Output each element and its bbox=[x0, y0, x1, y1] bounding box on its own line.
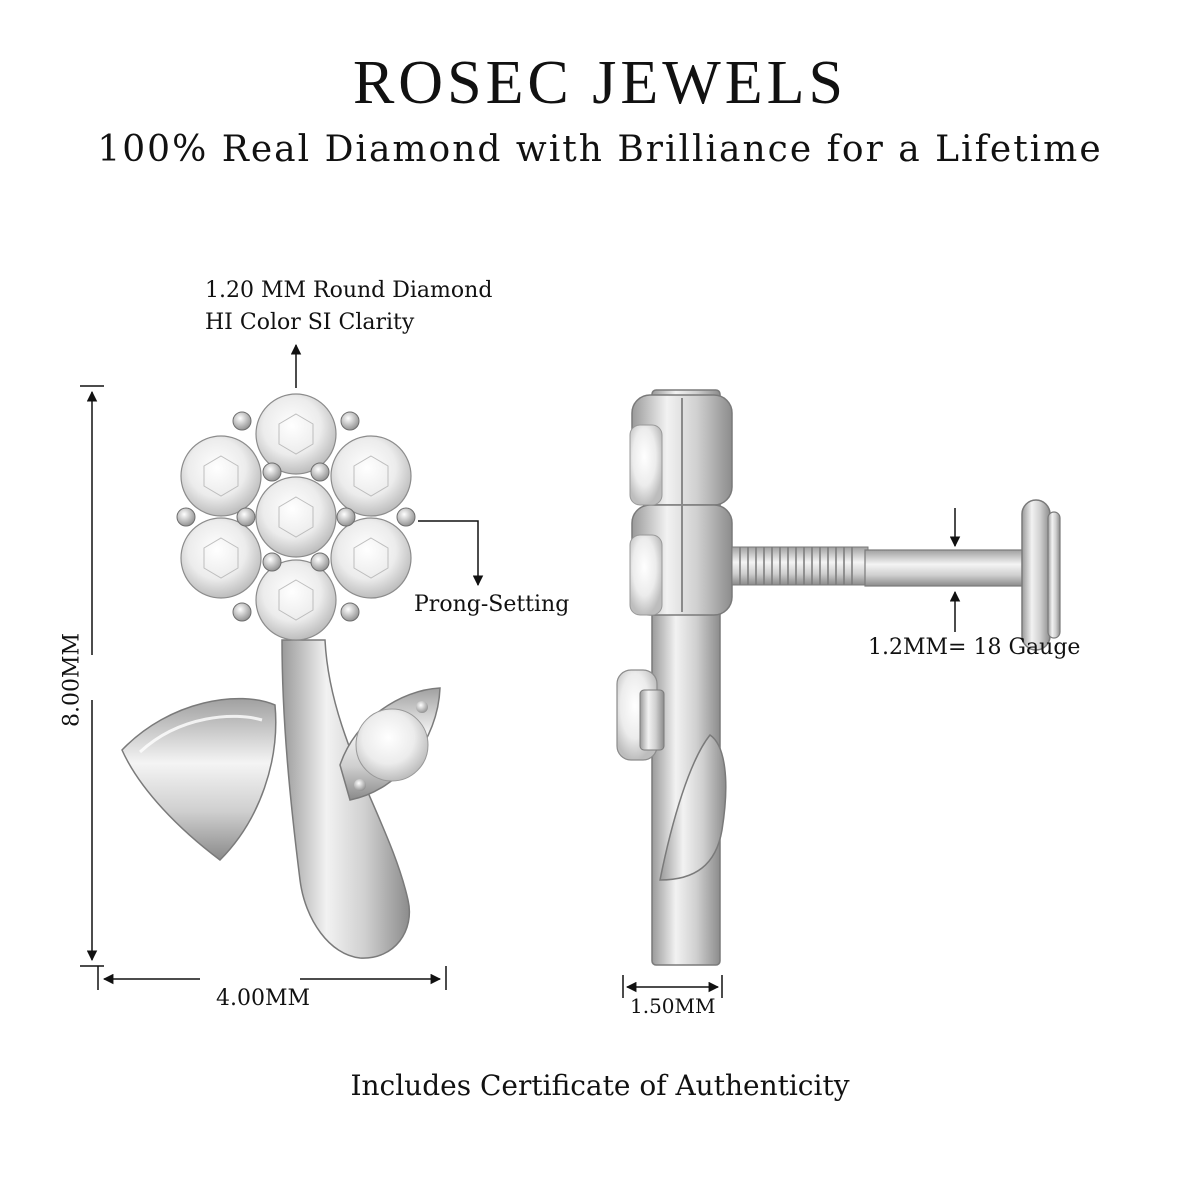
prong-pointer bbox=[418, 520, 484, 587]
stem bbox=[281, 639, 410, 959]
side-view bbox=[616, 389, 1061, 966]
flower-cluster bbox=[176, 393, 416, 641]
brand-title: ROSEC JEWELS bbox=[352, 49, 848, 117]
tagline: 100% Real Diamond with Brilliance for a … bbox=[97, 129, 1103, 170]
center-diamond bbox=[255, 476, 337, 558]
prongs bbox=[176, 411, 416, 622]
stone-spec-line2: HI Color SI Clarity bbox=[205, 310, 415, 335]
plain-leaf bbox=[121, 697, 277, 861]
width-dimension-label: 4.00MM bbox=[216, 986, 311, 1011]
leaf-diamond bbox=[355, 708, 429, 782]
gauge-label: 1.2MM= 18 Gauge bbox=[868, 635, 1081, 660]
stone-spec-line1: 1.20 MM Round Diamond bbox=[205, 278, 493, 303]
height-dimension-label: 8.00MM bbox=[59, 632, 85, 728]
thread-lines bbox=[739, 547, 853, 585]
certificate-note: Includes Certificate of Authenticity bbox=[350, 1069, 850, 1102]
front-dimension-lines bbox=[80, 343, 484, 990]
front-view bbox=[121, 393, 441, 959]
side-dimension-lines bbox=[622, 508, 961, 998]
prong-setting-label: Prong-Setting bbox=[414, 592, 570, 617]
depth-dimension-label: 1.50MM bbox=[630, 994, 716, 1018]
